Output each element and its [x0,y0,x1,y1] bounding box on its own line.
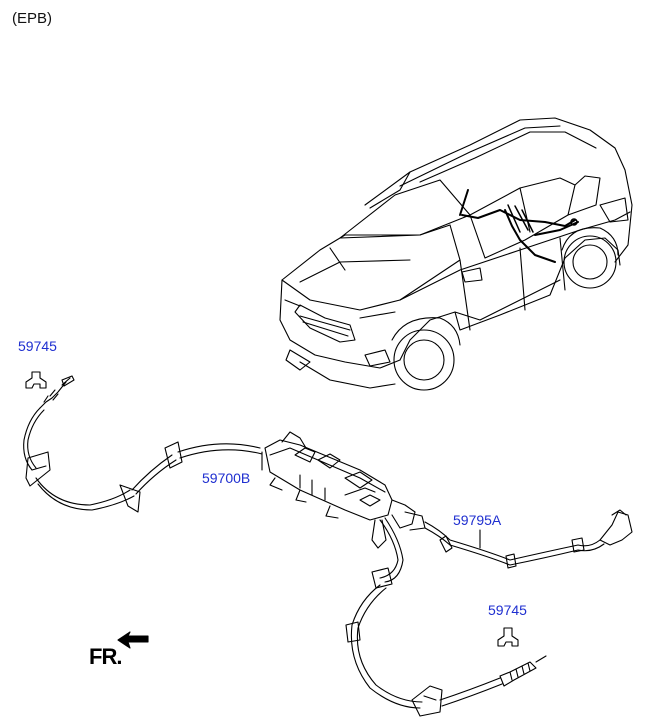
part-number-cable-assembly[interactable]: 59700B [202,470,251,486]
right-rear-cable [345,517,547,717]
direction-label: FR. [89,644,122,669]
left-rear-cable [23,375,263,513]
part-number-clip-left[interactable]: 59745 [18,338,57,354]
wiring-harness-drawing [424,509,633,569]
diagram-title: (EPB) [12,10,53,27]
leader-lines [261,451,481,549]
forward-arrow-icon [117,631,149,649]
vehicle-illustration [279,117,633,391]
clip-right-drawing [497,627,519,647]
part-number-clip-right[interactable]: 59745 [488,602,527,618]
part-number-wiring-harness[interactable]: 59795A [453,512,502,528]
clip-left-drawing [25,371,47,389]
epb-actuator [264,431,426,549]
